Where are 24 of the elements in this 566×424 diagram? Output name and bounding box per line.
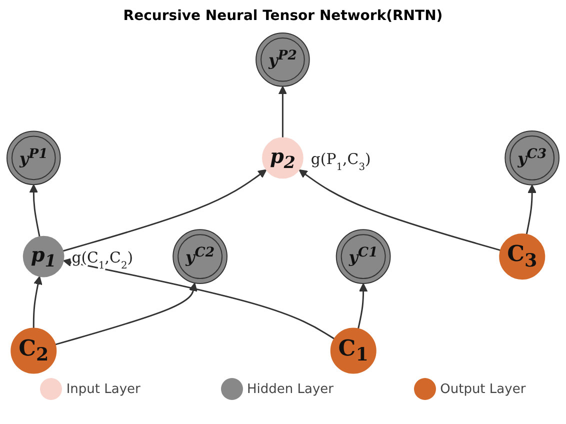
neuron-circle: p$_{1}$ bbox=[22, 236, 64, 278]
arrow bbox=[62, 258, 335, 340]
legend-label: Input Layer bbox=[66, 382, 140, 396]
neuron-circle: p$_{2}$ bbox=[262, 137, 304, 178]
legend-label: Output Layer bbox=[440, 382, 526, 396]
arrow bbox=[278, 86, 288, 138]
output-circle: y$^{C2}$ bbox=[172, 229, 228, 284]
function-label: g(P$_{1}$,C$_{3}$) bbox=[310, 150, 371, 172]
neuron-circle: C$_{2}$ bbox=[10, 328, 57, 374]
output-circle: y$^{C3}$ bbox=[504, 130, 560, 186]
neuron-circle: C$_{3}$ bbox=[499, 233, 546, 280]
legend-label: Hidden Layer bbox=[246, 382, 334, 396]
output-circle: y$^{P2}$ bbox=[256, 32, 310, 87]
arrow bbox=[32, 276, 42, 328]
arrow bbox=[358, 282, 368, 329]
arrow bbox=[55, 282, 198, 346]
arrow bbox=[526, 184, 536, 235]
output-circle: y$^{C1}$ bbox=[336, 229, 391, 284]
neuron-circle: C$_{1}$ bbox=[330, 328, 376, 374]
arrow bbox=[298, 169, 501, 251]
arrow bbox=[62, 169, 267, 252]
output-circle: y$^{P1}$ bbox=[6, 130, 61, 185]
diagram-title: Recursive Neural Tensor Network(RNTN) bbox=[122, 8, 444, 26]
arrow bbox=[29, 184, 40, 237]
